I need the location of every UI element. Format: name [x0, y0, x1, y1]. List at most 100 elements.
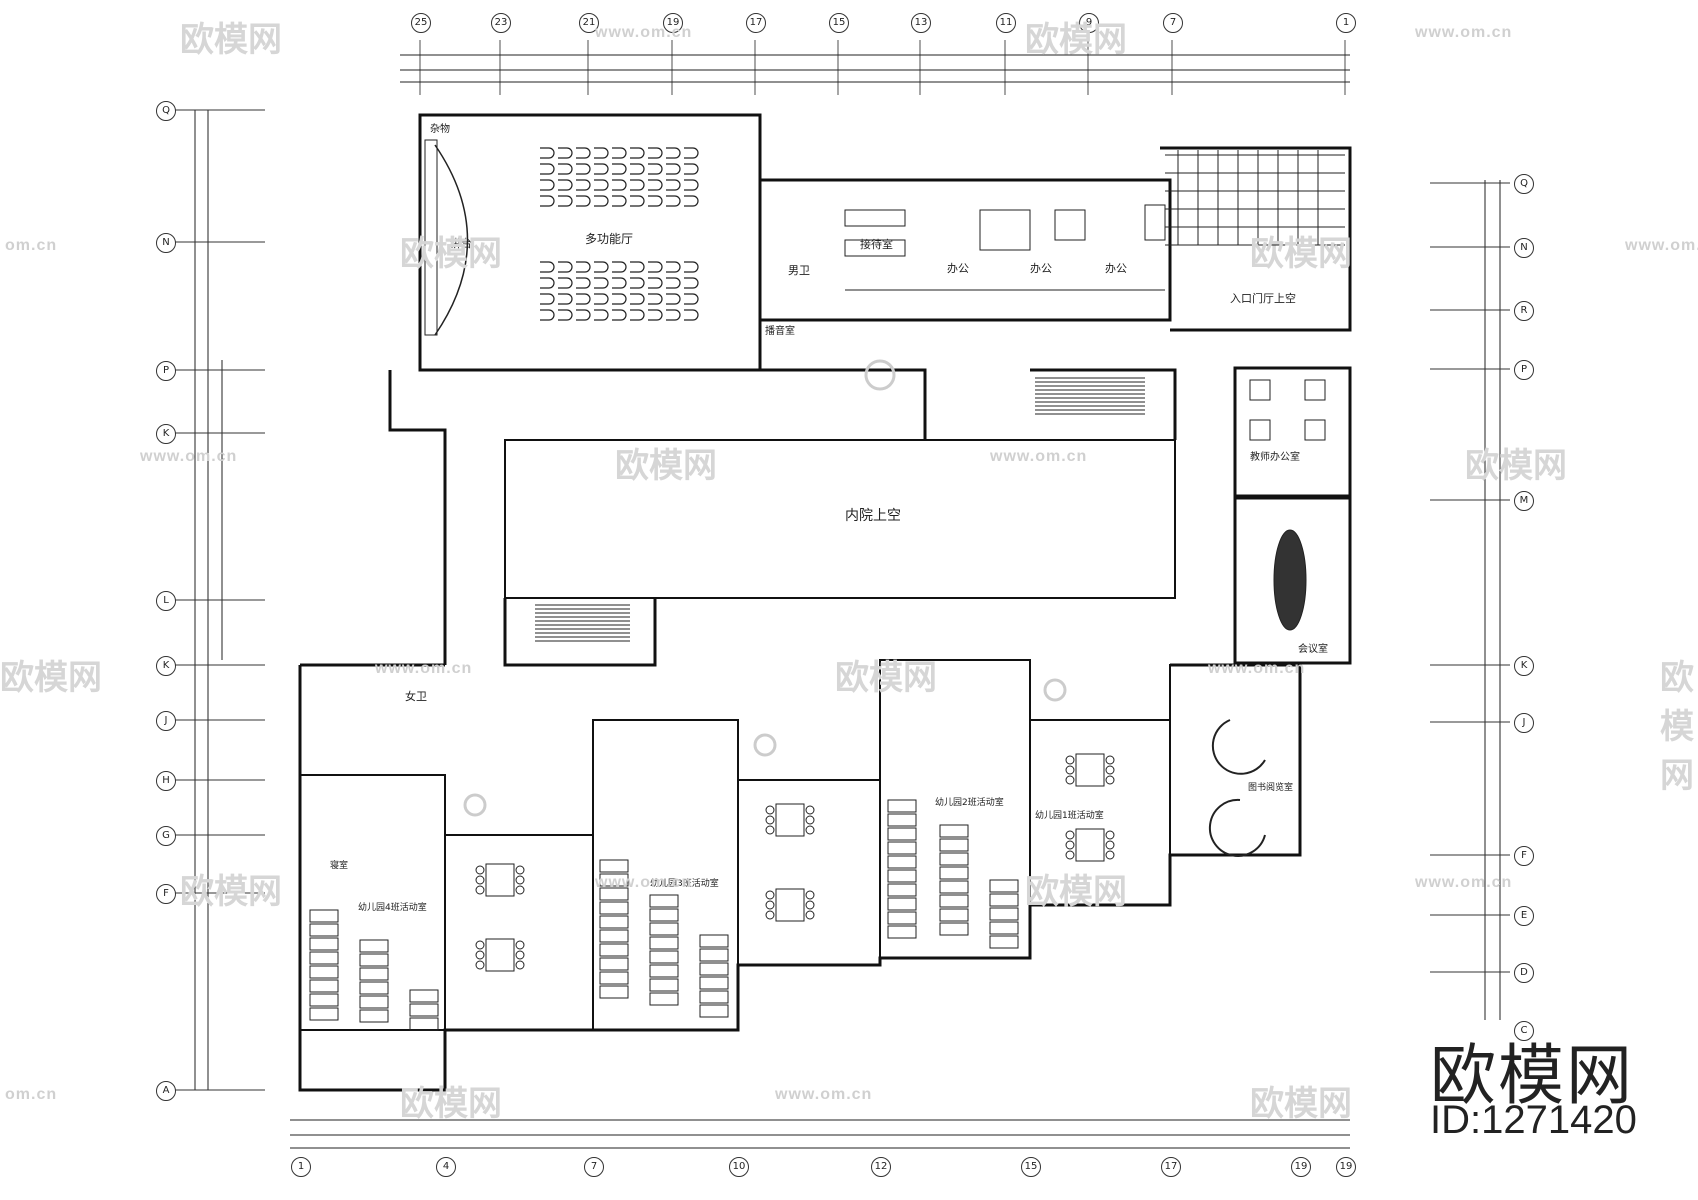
seat-mark — [630, 293, 645, 305]
bed — [599, 915, 629, 929]
bed — [699, 934, 729, 948]
grid-axis-bubble: E — [1514, 906, 1534, 926]
bed — [939, 908, 969, 922]
seat-mark — [612, 293, 627, 305]
chair — [805, 805, 815, 815]
grid-axis-bubble: H — [156, 771, 176, 791]
seat-mark — [648, 261, 663, 273]
chair — [805, 890, 815, 900]
classroom-table — [775, 888, 805, 922]
watermark-url: www.om.cn — [375, 660, 473, 677]
seat-mark — [612, 195, 627, 207]
bed — [409, 1003, 439, 1017]
seat-mark — [540, 147, 555, 159]
room-label-office-3: 办公 — [1105, 262, 1127, 275]
watermark-logo: 欧模网 — [1025, 872, 1127, 912]
bed — [887, 869, 917, 883]
bed — [649, 992, 679, 1006]
chair — [765, 890, 775, 900]
seat-mark — [594, 293, 609, 305]
seat-mark — [594, 277, 609, 289]
grid-axis-bubble: K — [156, 424, 176, 444]
seat-mark — [648, 277, 663, 289]
room-label-teacher-office: 教师办公室 — [1250, 452, 1300, 463]
chair — [515, 950, 525, 960]
seat-mark — [558, 261, 573, 273]
watermark-logo: 欧模网 — [1250, 234, 1352, 274]
watermark-url: www.om.cn — [140, 448, 238, 465]
chair — [765, 910, 775, 920]
grid-axis-bubble: N — [156, 233, 176, 253]
chair — [475, 950, 485, 960]
room-label-classroom-4: 幼儿园1班活动室 — [1035, 811, 1104, 821]
chair — [1105, 830, 1115, 840]
chair — [805, 815, 815, 825]
seat-mark — [558, 277, 573, 289]
seat-mark — [594, 195, 609, 207]
bed — [939, 824, 969, 838]
chair — [475, 940, 485, 950]
seat-mark — [684, 277, 699, 289]
bed — [599, 859, 629, 873]
chair — [765, 825, 775, 835]
grid-axis-bubble: N — [1514, 238, 1534, 258]
watermark-url: www.om.cn — [1208, 660, 1306, 677]
bed — [409, 989, 439, 1003]
seat-mark — [540, 293, 555, 305]
bed — [359, 967, 389, 981]
room-label-reception: 接待室 — [860, 238, 893, 251]
classroom-table — [485, 938, 515, 972]
bed — [649, 908, 679, 922]
seat-mark — [630, 147, 645, 159]
watermark-logo: 欧模网 — [180, 20, 282, 60]
brand-logo-text: 欧模网 — [1430, 1037, 1634, 1114]
seat-mark — [576, 179, 591, 191]
chair — [515, 875, 525, 885]
seat-mark — [666, 293, 681, 305]
bed — [989, 921, 1019, 935]
watermark-logo: 欧模网 — [180, 872, 282, 912]
seat-mark — [612, 261, 627, 273]
room-label-entrance-void: 入口门厅上空 — [1230, 292, 1296, 305]
grid-axis-bubble: P — [156, 361, 176, 381]
seat-mark — [648, 195, 663, 207]
grid-axis-bubble: 17 — [1161, 1157, 1181, 1177]
room-label-reading: 图书阅览室 — [1248, 783, 1294, 793]
bed — [887, 799, 917, 813]
chair — [805, 825, 815, 835]
seat-mark — [612, 163, 627, 175]
seat-mark — [594, 163, 609, 175]
seat-mark — [684, 309, 699, 321]
grid-axis-bubble: K — [156, 656, 176, 676]
grid-axis-bubble: 23 — [491, 13, 511, 33]
chair — [475, 865, 485, 875]
seat-mark — [612, 309, 627, 321]
bed — [309, 923, 339, 937]
grid-axis-bubble: 19 — [1291, 1157, 1311, 1177]
bed — [599, 929, 629, 943]
bed — [887, 911, 917, 925]
bed — [699, 990, 729, 1004]
chair — [1065, 755, 1075, 765]
bed — [989, 935, 1019, 949]
classroom-table — [485, 863, 515, 897]
bed — [359, 939, 389, 953]
seat-mark — [684, 293, 699, 305]
seat-mark — [558, 309, 573, 321]
room-label-office-2: 办公 — [1030, 262, 1052, 275]
seat-mark — [648, 147, 663, 159]
bed — [699, 962, 729, 976]
grid-axis-bubble: 4 — [436, 1157, 456, 1177]
grid-axis-bubble: 7 — [584, 1157, 604, 1177]
seat-mark — [576, 147, 591, 159]
bed — [989, 879, 1019, 893]
classroom-table — [1075, 828, 1105, 862]
seat-mark — [612, 147, 627, 159]
bed — [649, 936, 679, 950]
grid-axis-bubble: 13 — [911, 13, 931, 33]
chair — [1065, 830, 1075, 840]
grid-axis-bubble: 11 — [996, 13, 1016, 33]
classroom-table — [1075, 753, 1105, 787]
room-label-broadcast: 播音室 — [765, 326, 795, 337]
bed — [939, 866, 969, 880]
